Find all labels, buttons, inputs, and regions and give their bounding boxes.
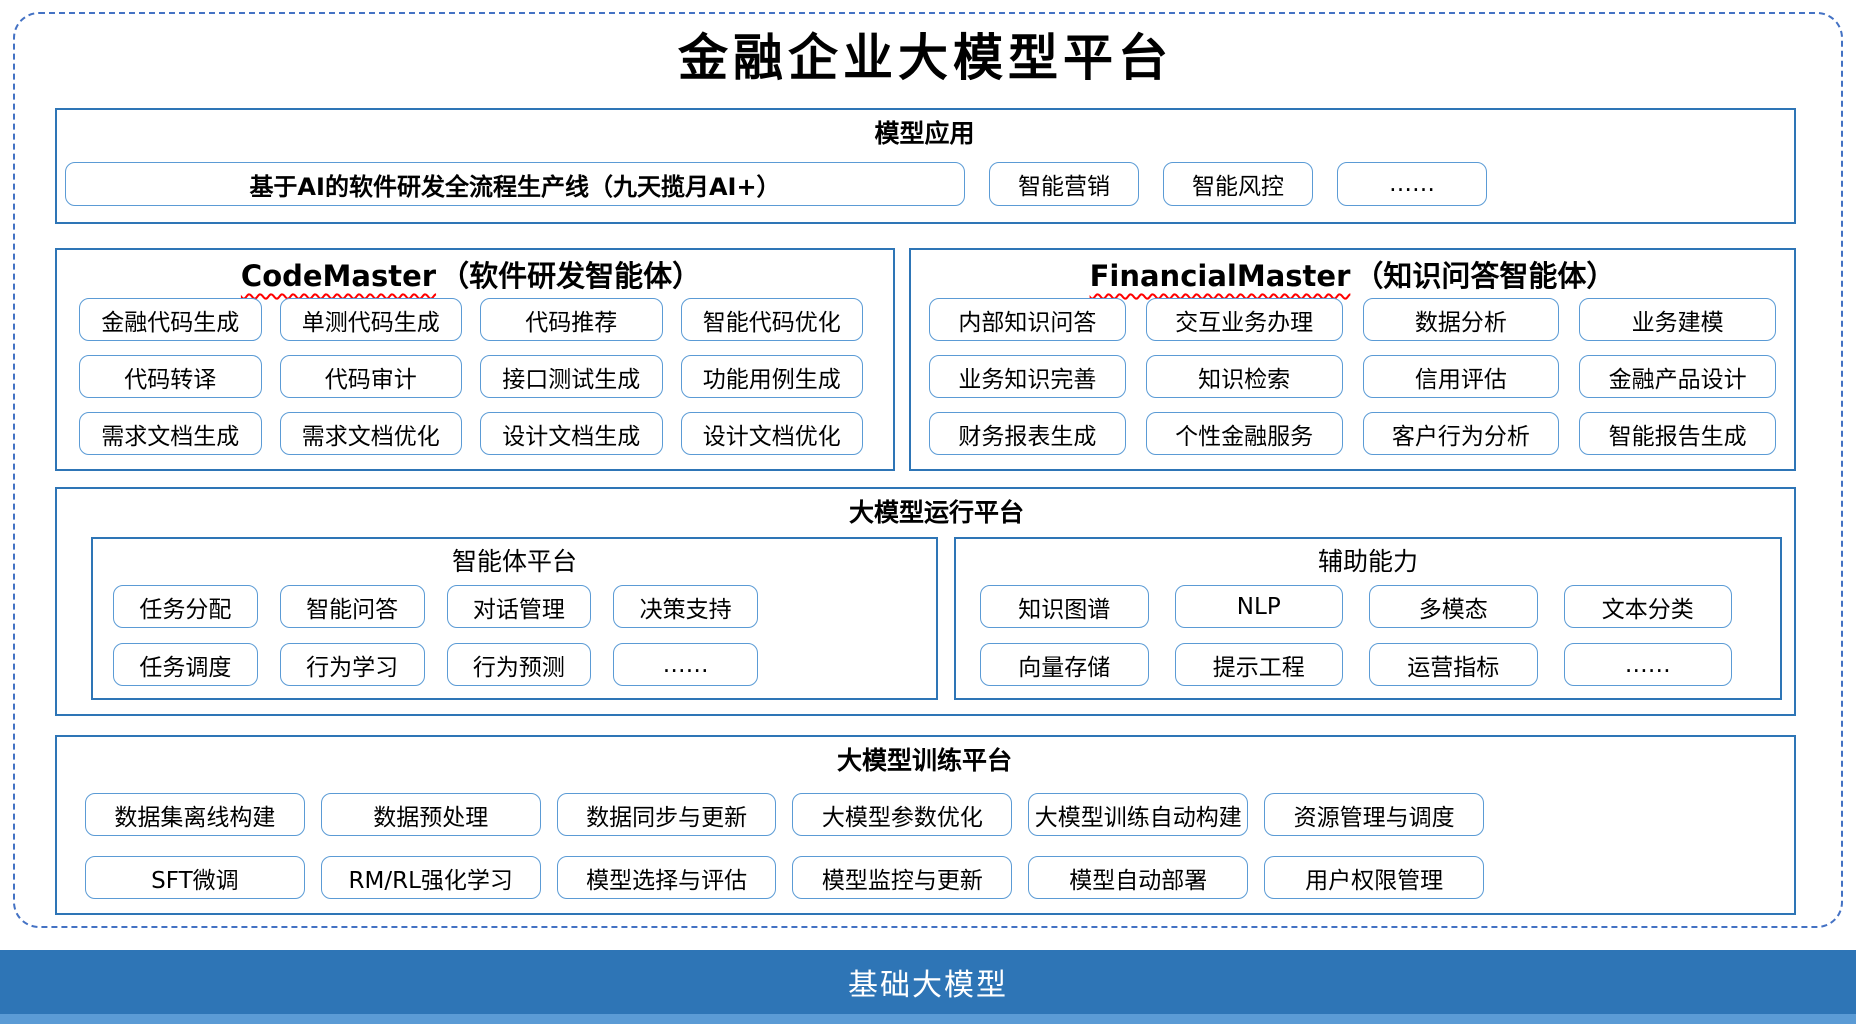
agent-platform-item: 任务调度	[113, 643, 258, 686]
financialmaster-item: 业务建模	[1579, 298, 1776, 341]
foundation-model-bar: 基础大模型	[0, 950, 1856, 1014]
codemaster-grid: 金融代码生成 单测代码生成 代码推荐 智能代码优化 代码转译 代码审计 接口测试…	[79, 298, 863, 455]
agent-platform-item-more: ……	[613, 643, 758, 686]
section-agents: CodeMaster（软件研发智能体） 金融代码生成 单测代码生成 代码推荐 智…	[55, 248, 1796, 471]
training-item: 模型监控与更新	[792, 856, 1013, 899]
financialmaster-item: 内部知识问答	[929, 298, 1126, 341]
agent-platform-item: 任务分配	[113, 585, 258, 628]
financialmaster-item: 知识检索	[1145, 355, 1343, 398]
financialmaster-item: 智能报告生成	[1579, 412, 1776, 455]
agent-platform-item: 智能问答	[279, 585, 425, 628]
agent-platform-title: 智能体平台	[451, 547, 577, 576]
codemaster-item: 代码转译	[79, 355, 262, 398]
financialmaster-subtitle: （知识问答智能体）	[1354, 259, 1616, 293]
runtime-platform-header: 大模型运行平台	[848, 498, 1024, 527]
financialmaster-item: 财务报表生成	[929, 412, 1126, 455]
training-platform-grid: 数据集离线构建 数据预处理 数据同步与更新 大模型参数优化 大模型训练自动构建 …	[85, 793, 1484, 899]
diagram-title: 金融企业大模型平台	[678, 28, 1173, 87]
financialmaster-item: 金融产品设计	[1579, 355, 1776, 398]
diagram-content: 金融企业大模型平台 模型应用 基于AI的软件研发全流程生产线（九天揽月AI+） …	[55, 0, 1796, 915]
panel-codemaster: CodeMaster（软件研发智能体） 金融代码生成 单测代码生成 代码推荐 智…	[55, 248, 895, 471]
codemaster-item: 智能代码优化	[680, 298, 863, 341]
section-training-platform: 大模型训练平台 数据集离线构建 数据预处理 数据同步与更新 大模型参数优化 大模…	[55, 735, 1796, 915]
codemaster-subtitle: （软件研发智能体）	[440, 259, 702, 293]
panel-financialmaster: FinancialMaster（知识问答智能体） 内部知识问答 交互业务办理 数…	[909, 248, 1796, 471]
training-item: 大模型训练自动构建	[1028, 793, 1249, 836]
runtime-panels: 智能体平台 任务分配 智能问答 对话管理 决策支持 任务调度 行为学习 行为预测…	[91, 537, 1782, 700]
aux-capability-item: 多模态	[1369, 585, 1538, 628]
training-item: SFT微调	[85, 856, 305, 899]
training-item: 模型自动部署	[1028, 856, 1249, 899]
financialmaster-item: 个性金融服务	[1145, 412, 1343, 455]
codemaster-item: 需求文档优化	[279, 412, 462, 455]
panel-agent-platform: 智能体平台 任务分配 智能问答 对话管理 决策支持 任务调度 行为学习 行为预测…	[91, 537, 938, 700]
panel-aux-capabilities: 辅助能力 知识图谱 NLP 多模态 文本分类 向量存储 提示工程 运营指标 ……	[954, 537, 1782, 700]
aux-capability-item: 运营指标	[1369, 643, 1538, 686]
training-item: 数据同步与更新	[556, 793, 777, 836]
codemaster-item: 设计文档生成	[480, 412, 663, 455]
aux-capability-item: 文本分类	[1563, 585, 1732, 628]
training-item: RM/RL强化学习	[320, 856, 541, 899]
app-item-pipeline: 基于AI的软件研发全流程生产线（九天揽月AI+）	[65, 162, 965, 206]
financialmaster-name: FinancialMaster	[1089, 259, 1351, 293]
codemaster-name: CodeMaster	[240, 259, 437, 293]
codemaster-item: 单测代码生成	[279, 298, 462, 341]
financialmaster-item: 业务知识完善	[929, 355, 1126, 398]
foundation-model-label: 基础大模型	[848, 968, 1008, 1003]
codemaster-header: CodeMaster（软件研发智能体）	[79, 256, 863, 296]
financialmaster-header: FinancialMaster（知识问答智能体）	[929, 256, 1776, 296]
aux-capability-item: 向量存储	[980, 643, 1149, 686]
codemaster-item: 接口测试生成	[480, 355, 663, 398]
training-platform-header: 大模型训练平台	[836, 746, 1012, 775]
foundation-bar-strip	[0, 1014, 1856, 1024]
codemaster-item: 设计文档优化	[680, 412, 863, 455]
training-item: 模型选择与评估	[556, 856, 777, 899]
aux-capability-item: 提示工程	[1174, 643, 1343, 686]
section-runtime-platform: 大模型运行平台 智能体平台 任务分配 智能问答 对话管理 决策支持 任务调度 行…	[55, 487, 1796, 716]
financialmaster-item: 交互业务办理	[1145, 298, 1343, 341]
codemaster-item: 需求文档生成	[79, 412, 262, 455]
section-model-applications: 模型应用 基于AI的软件研发全流程生产线（九天揽月AI+） 智能营销 智能风控 …	[55, 108, 1796, 224]
agent-platform-item: 决策支持	[613, 585, 758, 628]
aux-capability-item: NLP	[1174, 585, 1343, 628]
financialmaster-item: 数据分析	[1362, 298, 1560, 341]
app-item-more: ……	[1337, 162, 1487, 206]
financialmaster-item: 信用评估	[1362, 355, 1560, 398]
codemaster-item: 金融代码生成	[79, 298, 262, 341]
codemaster-item: 代码推荐	[480, 298, 663, 341]
app-item: 智能营销	[989, 162, 1139, 206]
training-item: 数据预处理	[320, 793, 541, 836]
codemaster-item: 代码审计	[279, 355, 462, 398]
agent-platform-item: 行为学习	[279, 643, 425, 686]
training-item: 用户权限管理	[1264, 856, 1484, 899]
app-item: 智能风控	[1163, 162, 1313, 206]
agent-platform-item: 行为预测	[446, 643, 592, 686]
training-item: 资源管理与调度	[1264, 793, 1484, 836]
codemaster-item: 功能用例生成	[680, 355, 863, 398]
training-item: 数据集离线构建	[85, 793, 305, 836]
training-item: 大模型参数优化	[792, 793, 1013, 836]
financialmaster-item: 客户行为分析	[1362, 412, 1560, 455]
aux-capability-item: 知识图谱	[980, 585, 1149, 628]
model-applications-row: 基于AI的软件研发全流程生产线（九天揽月AI+） 智能营销 智能风控 ……	[65, 162, 1784, 206]
aux-capabilities-title: 辅助能力	[1317, 547, 1418, 576]
aux-capabilities-grid: 知识图谱 NLP 多模态 文本分类 向量存储 提示工程 运营指标 ……	[980, 585, 1732, 686]
model-applications-header: 模型应用	[874, 119, 975, 148]
agent-platform-grid: 任务分配 智能问答 对话管理 决策支持 任务调度 行为学习 行为预测 ……	[113, 585, 758, 686]
agent-platform-item: 对话管理	[446, 585, 592, 628]
financialmaster-grid: 内部知识问答 交互业务办理 数据分析 业务建模 业务知识完善 知识检索 信用评估…	[929, 298, 1776, 455]
aux-capability-item-more: ……	[1563, 643, 1732, 686]
